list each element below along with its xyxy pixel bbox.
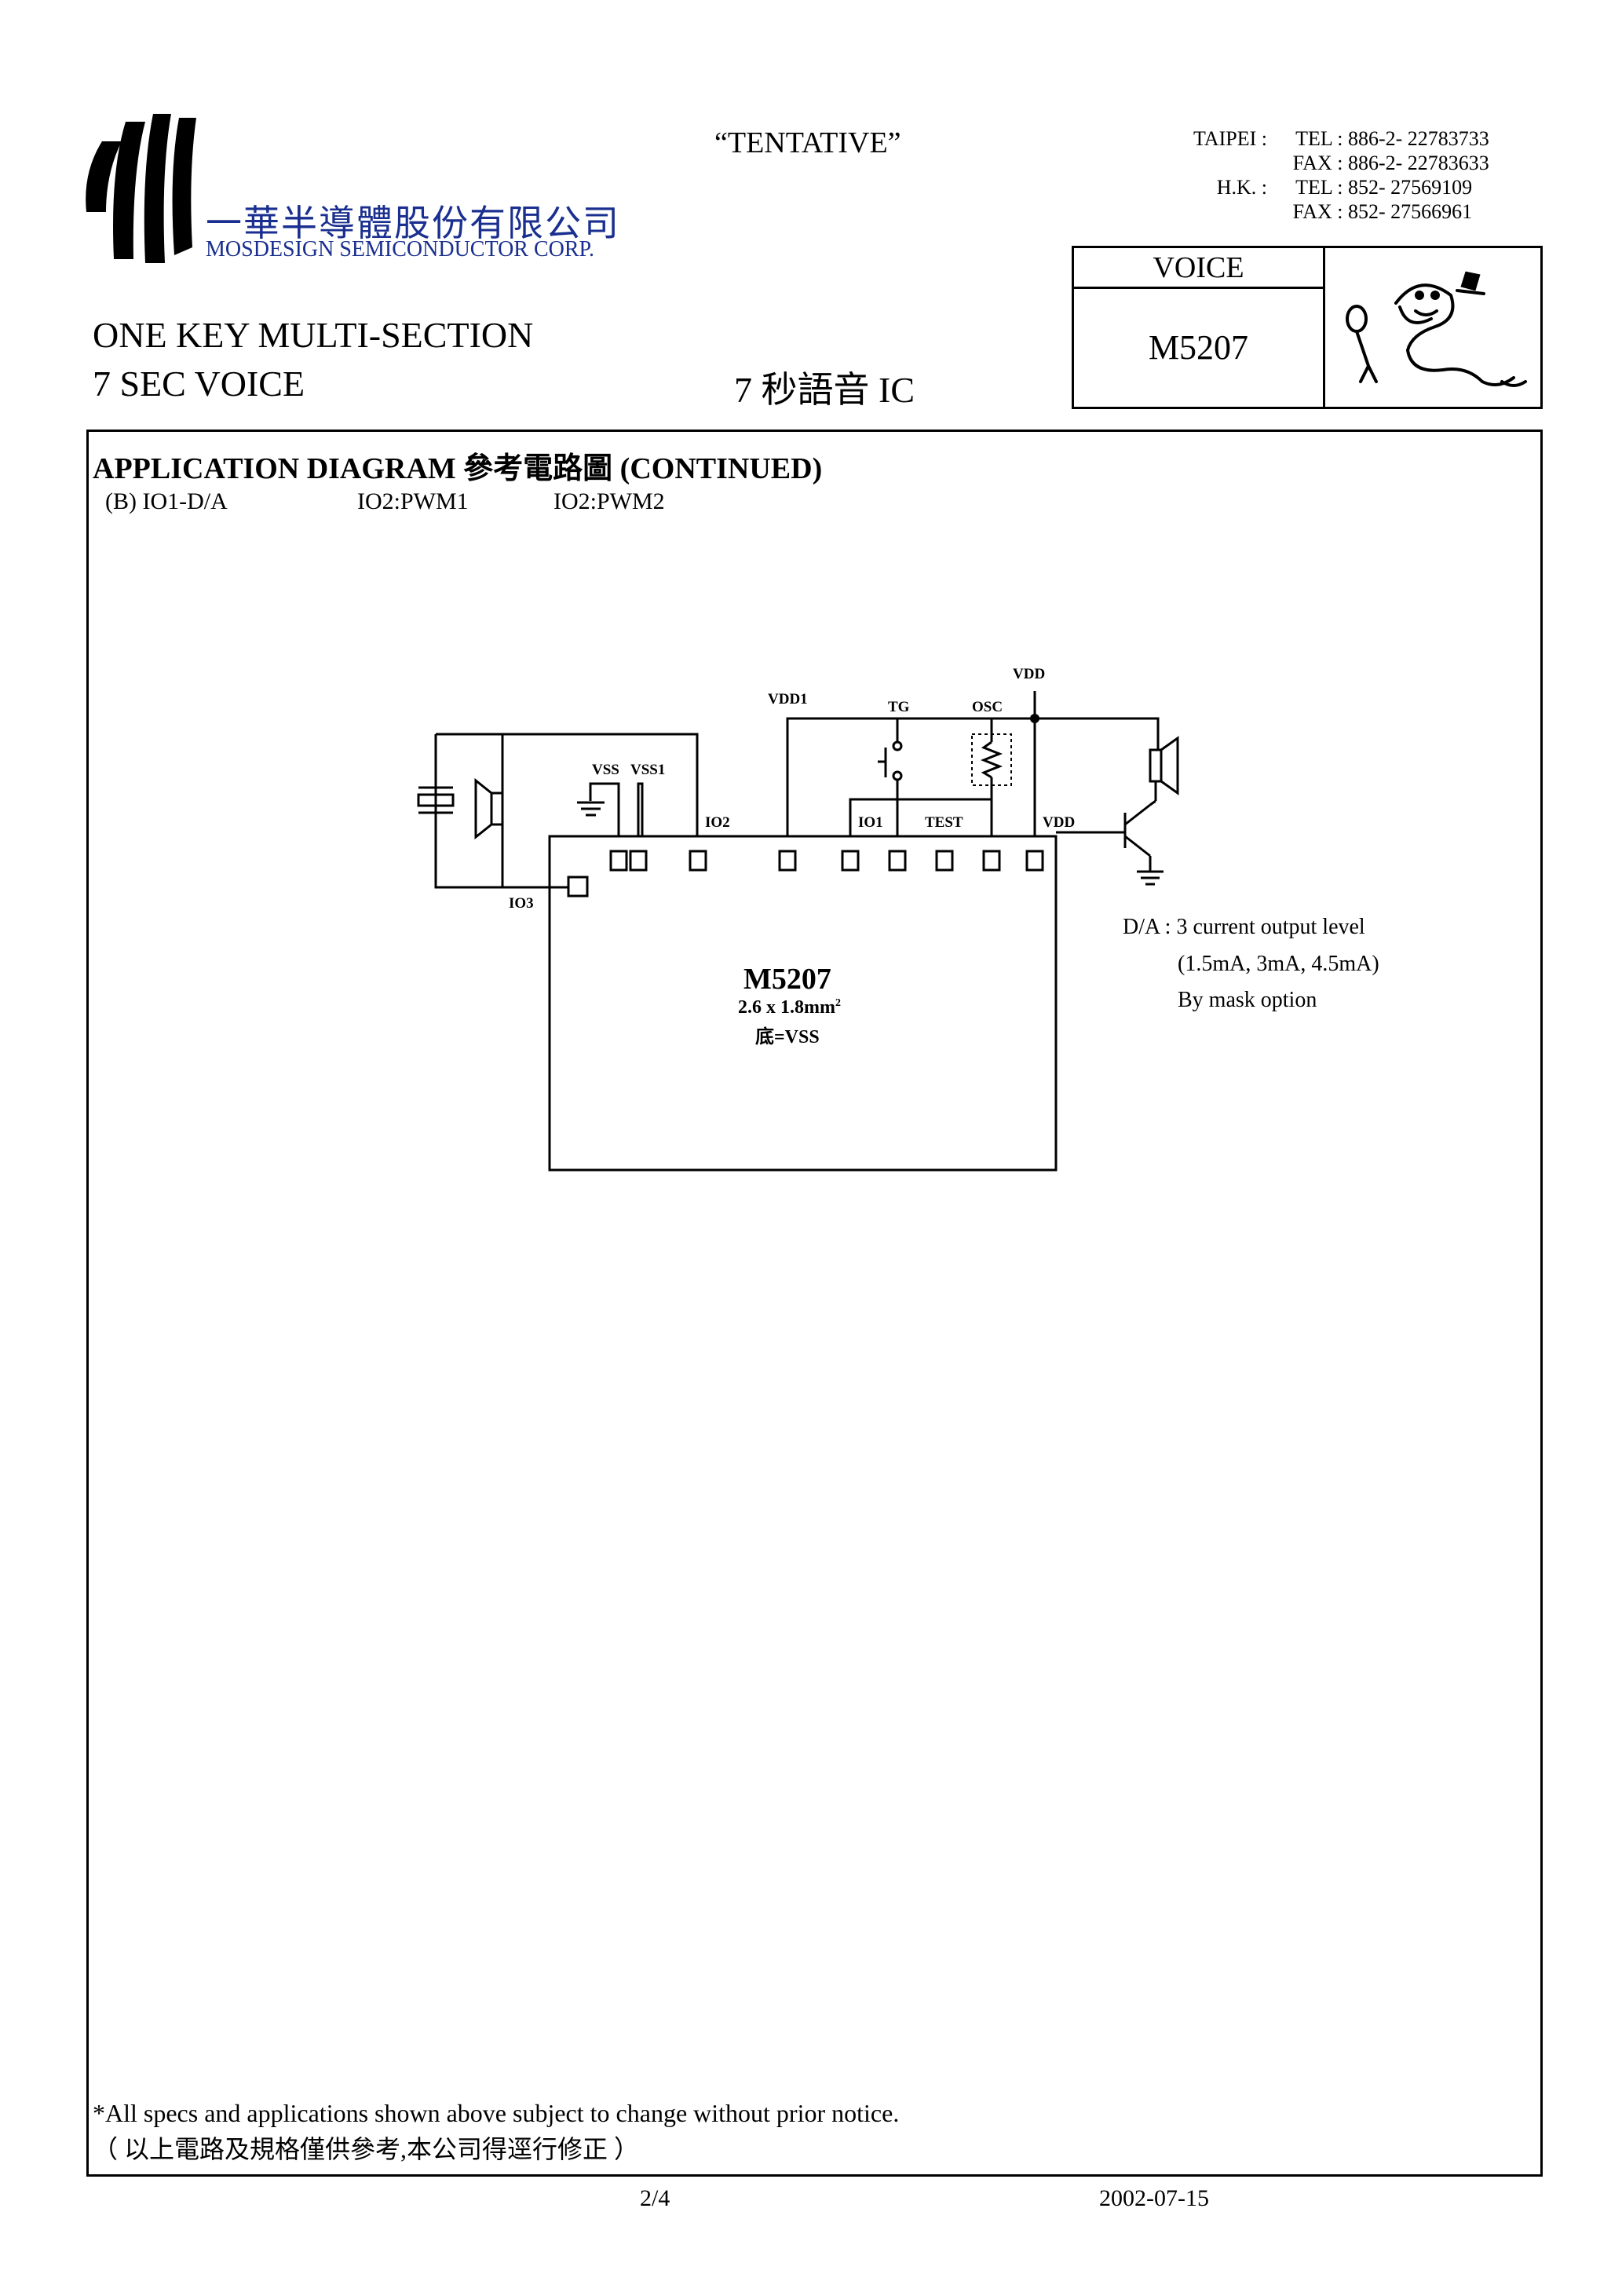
contact-type: FAX : — [1292, 200, 1343, 223]
company-name-cn: 一華半導體股份有限公司 — [206, 203, 620, 243]
document-date: 2002-07-15 — [1099, 2185, 1209, 2211]
chip-size-sup: 2 — [835, 997, 841, 1009]
disclaimer-cn: （ 以上電路及規格僅供參考,本公司得逕行修正 ） — [93, 2135, 640, 2163]
contact-type: FAX : — [1292, 152, 1343, 174]
category-label: VOICE — [1074, 248, 1323, 289]
company-name-en: MOSDESIGN SEMICONDUCTOR CORP. — [206, 237, 595, 261]
pad-vss — [609, 850, 628, 872]
part-number: M5207 — [1148, 328, 1249, 367]
diagram-subtitle-pwm2: IO2:PWM2 — [553, 488, 665, 514]
pad-io3 — [567, 876, 589, 898]
note-line-1: D/A : 3 current output level — [1123, 915, 1365, 939]
pad-io2 — [689, 850, 707, 872]
label-vss1: VSS1 — [630, 762, 666, 778]
chip-substrate: 底=VSS — [755, 1027, 820, 1047]
contact-row: H.K. : TEL : 852- 27569109 — [1193, 175, 1497, 199]
label-tg: TG — [888, 699, 910, 715]
chip-size: 2.6 x 1.8mm2 — [738, 997, 841, 1018]
chip-name: M5207 — [743, 963, 831, 996]
label-io1: IO1 — [858, 814, 883, 831]
pad-vss1 — [629, 850, 648, 872]
label-vdd1: VDD1 — [768, 691, 808, 707]
contact-row: TAIPEI : TEL : 886-2- 22783733 — [1193, 126, 1497, 151]
label-io3: IO3 — [509, 895, 534, 912]
note-line-2: (1.5mA, 3mA, 4.5mA) — [1178, 952, 1379, 976]
label-vdd-top: VDD — [1013, 666, 1046, 682]
pad-tg — [888, 850, 907, 872]
contact-number: 852- 27569109 — [1347, 176, 1473, 199]
chip-size-value: 2.6 x 1.8mm — [738, 997, 835, 1018]
product-title-cn: 7 秒語音 IC — [734, 370, 915, 410]
pad-vdd — [1025, 850, 1044, 872]
category-cell: VOICE M5207 — [1074, 248, 1325, 407]
contact-number: 886-2- 22783733 — [1347, 127, 1489, 150]
application-diagram-panel — [86, 430, 1543, 2177]
product-title-line2: 7 SEC VOICE — [93, 364, 305, 404]
label-io2: IO2 — [705, 814, 730, 831]
pad-osc — [982, 850, 1001, 872]
contact-region: TAIPEI : — [1193, 127, 1267, 150]
chip-body — [548, 835, 1058, 1172]
label-vdd-pin: VDD — [1043, 814, 1076, 831]
diagram-subtitle-b: (B) IO1-D/A — [105, 488, 228, 514]
contact-block: TAIPEI : TEL : 886-2- 22783733 FAX : 886… — [1193, 126, 1497, 224]
page-number: 2/4 — [640, 2185, 670, 2211]
contact-type: TEL : — [1295, 176, 1343, 199]
pad-test — [935, 850, 954, 872]
note-line-3: By mask option — [1178, 988, 1317, 1012]
snake-mascot-icon — [1346, 271, 1527, 387]
tentative-label: “TENTATIVE” — [714, 126, 901, 159]
contact-row: FAX : 886-2- 22783633 — [1193, 151, 1497, 175]
label-vss: VSS — [592, 762, 619, 778]
label-test: TEST — [925, 814, 963, 831]
disclaimer-en: *All specs and applications shown above … — [93, 2099, 900, 2127]
product-title-line1: ONE KEY MULTI-SECTION — [93, 315, 534, 355]
product-category-box: VOICE M5207 — [1072, 246, 1543, 409]
contact-row: FAX : 852- 27566961 — [1193, 199, 1497, 224]
label-osc: OSC — [972, 699, 1003, 715]
contact-region: H.K. : — [1216, 176, 1267, 199]
company-logo — [86, 114, 196, 263]
pad-vdd1 — [778, 850, 797, 872]
contact-number: 852- 27566961 — [1347, 200, 1473, 223]
diagram-subtitle-pwm1: IO2:PWM1 — [357, 488, 469, 514]
contact-type: TEL : — [1295, 127, 1343, 150]
contact-number: 886-2- 22783633 — [1347, 152, 1489, 174]
diagram-heading: APPLICATION DIAGRAM 參考電路圖 (CONTINUED) — [93, 452, 823, 485]
pad-io1 — [841, 850, 860, 872]
